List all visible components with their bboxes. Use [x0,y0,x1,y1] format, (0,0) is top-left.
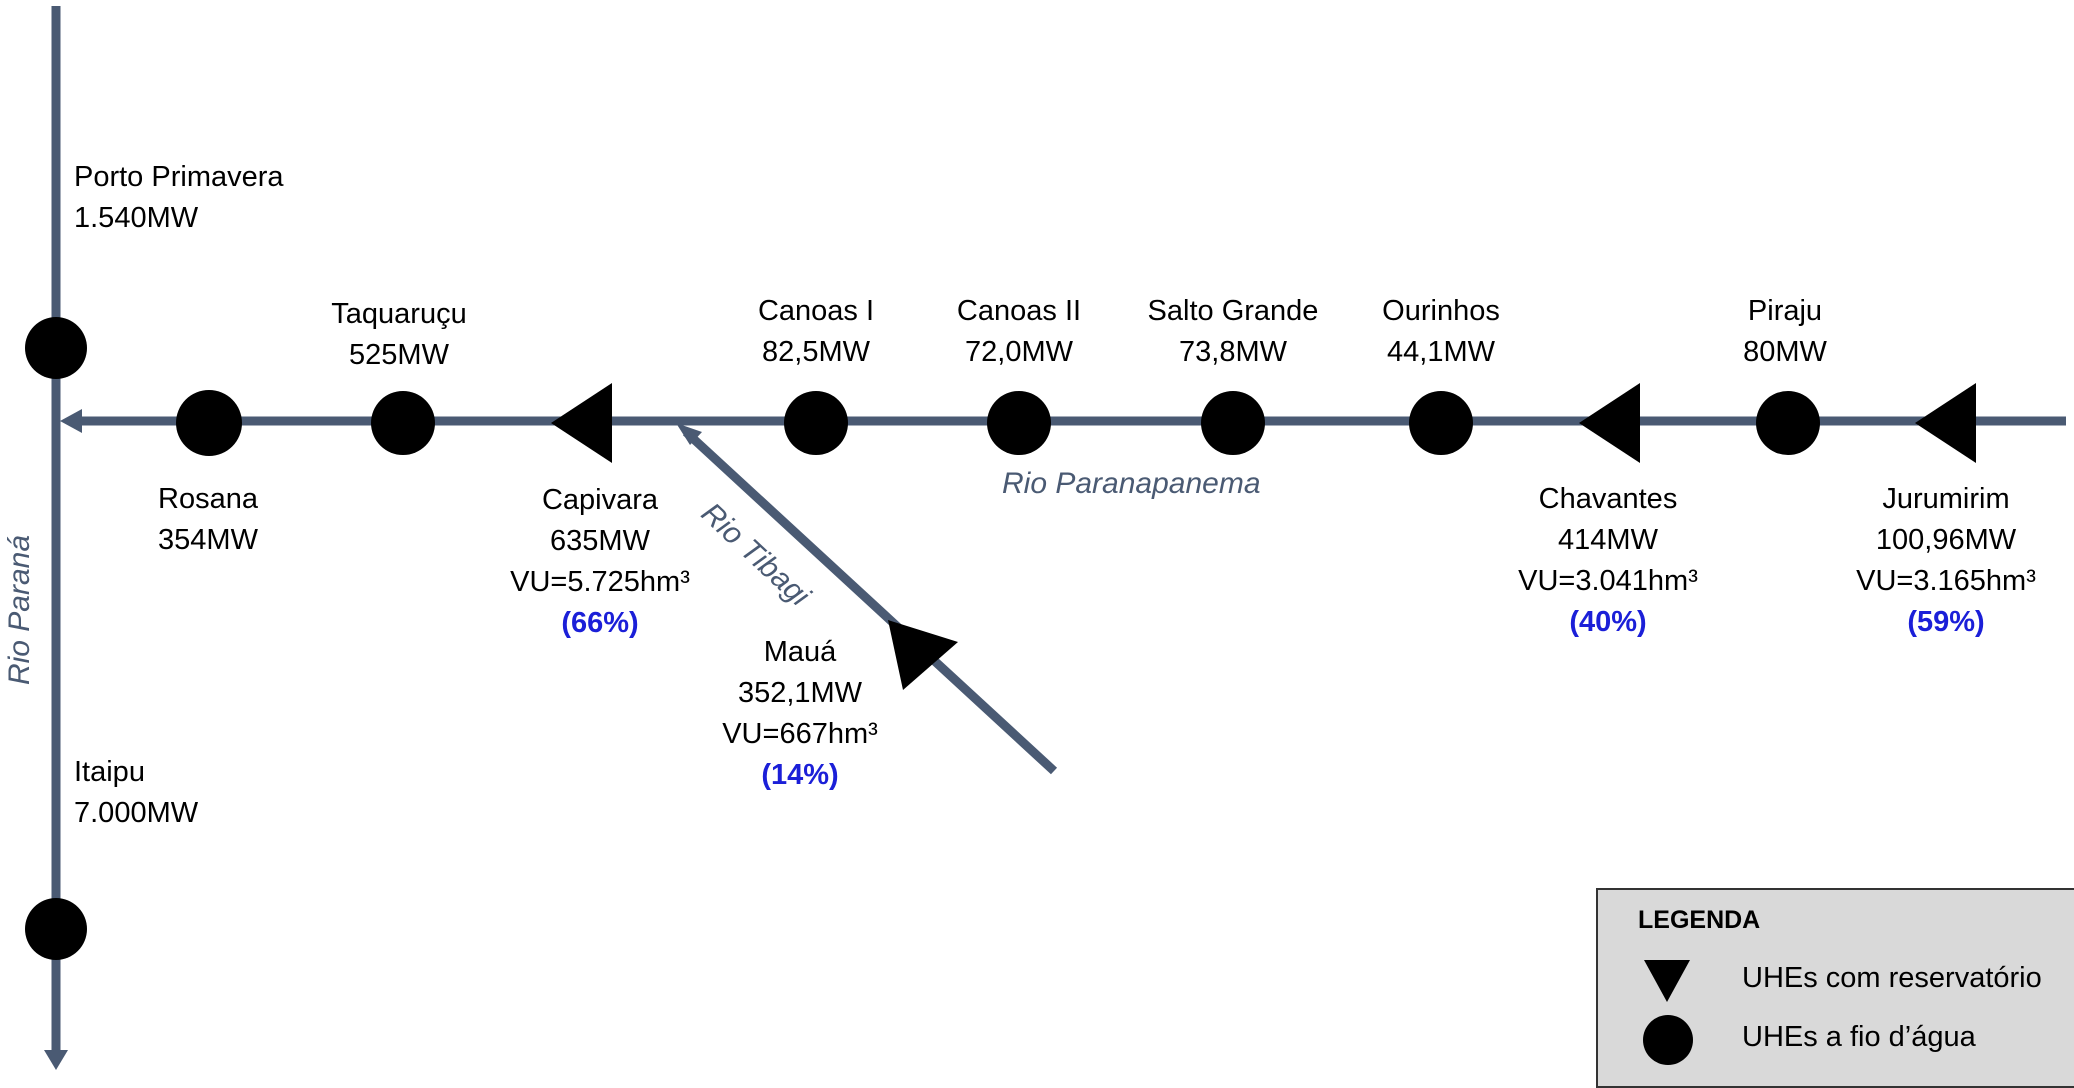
itaipu-marker [25,898,87,960]
porto-primavera-marker [25,317,87,379]
chavantes-marker [1579,383,1640,463]
canoas1-marker [784,391,848,455]
porto-primavera-name: Porto Primavera [74,161,284,193]
salto-grande-name: Salto Grande [1147,295,1319,327]
canoas2-label: Canoas II 72,0MW [957,291,1081,373]
taquarucu-name: Taquaruçu [331,298,467,330]
maua-power: 352,1MW [737,677,863,709]
capivara-label: Capivara 635MW VU=5.725hm³ (66%) [510,480,690,644]
maua-marker [888,620,958,690]
legend-reservoir-label: UHEs com reservatório [1742,962,2042,994]
chavantes-pct: (40%) [1569,606,1647,638]
rio-paranapanema-arrowhead [60,409,82,433]
run-of-river-circle-icon [1643,1015,1693,1065]
salto-grande-label: Salto Grande 73,8MW [1148,291,1319,373]
rosana-power: 354MW [158,524,258,556]
itaipu-power: 7.000MW [74,797,199,829]
canoas2-name: Canoas II [956,295,1082,327]
canoas2-power: 72,0MW [965,336,1073,368]
porto-primavera-power: 1.540MW [74,202,199,234]
rio-parana-label: Rio Paraná [3,534,36,686]
canoas2-marker [987,391,1051,455]
piraju-power: 80MW [1743,336,1827,368]
jurumirim-vu: VU=3.165hm³ [1856,565,2036,597]
rio-tibagi-arrowhead [676,423,702,445]
jurumirim-power: 100,96MW [1875,524,2017,556]
jurumirim-label: Jurumirim 100,96MW VU=3.165hm³ (59%) [1856,479,2036,643]
piraju-label: Piraju 80MW [1743,291,1827,373]
maua-name: Mauá [763,636,837,668]
capivara-marker [551,383,612,463]
jurumirim-pct: (59%) [1907,606,1985,638]
rosana-marker [176,390,242,456]
jurumirim-marker [1915,383,1976,463]
piraju-name: Piraju [1747,295,1823,327]
chavantes-name: Chavantes [1538,483,1678,515]
legend-run-of-river-label: UHEs a fio d’água [1742,1021,1976,1053]
rio-tibagi-line [682,428,1058,775]
rio-paranapanema-label: Rio Paranapanema [1002,467,1261,500]
ourinhos-label: Ourinhos 44,1MW [1382,291,1500,373]
ourinhos-marker [1409,391,1473,455]
itaipu-name: Itaipu [74,756,145,788]
reservoir-triangle-icon [1644,960,1690,1002]
taquarucu-power: 525MW [349,339,449,371]
ourinhos-name: Ourinhos [1382,295,1500,327]
maua-pct: (14%) [761,759,839,791]
chavantes-vu: VU=3.041hm³ [1518,565,1698,597]
chavantes-label: Chavantes 414MW VU=3.041hm³ (40%) [1518,479,1698,643]
salto-grande-power: 73,8MW [1179,336,1287,368]
maua-vu: VU=667hm³ [722,718,878,750]
rio-parana-arrowhead [44,1050,68,1070]
rosana-label: Rosana 354MW [158,479,258,561]
capivara-pct: (66%) [561,607,639,639]
porto-primavera-label: Porto Primavera 1.540MW [74,157,284,239]
itaipu-label: Itaipu 7.000MW [74,752,198,834]
legend-title: LEGENDA [1638,906,1761,934]
piraju-marker [1756,391,1820,455]
rosana-name: Rosana [158,483,258,515]
salto-grande-marker [1201,391,1265,455]
canoas1-power: 82,5MW [762,336,870,368]
capivara-name: Capivara [541,484,659,516]
capivara-vu: VU=5.725hm³ [510,566,690,598]
taquarucu-marker [371,391,435,455]
canoas1-label: Canoas I 82,5MW [758,291,874,373]
taquarucu-label: Taquaruçu 525MW [331,294,466,376]
maua-label: Mauá 352,1MW VU=667hm³ (14%) [722,632,878,796]
legend-box: LEGENDA UHEs com reservatório UHEs a fio… [1596,888,2074,1088]
capivara-power: 635MW [550,525,650,557]
chavantes-power: 414MW [1558,524,1658,556]
canoas1-name: Canoas I [757,295,875,327]
ourinhos-power: 44,1MW [1387,336,1495,368]
jurumirim-name: Jurumirim [1882,483,2010,515]
